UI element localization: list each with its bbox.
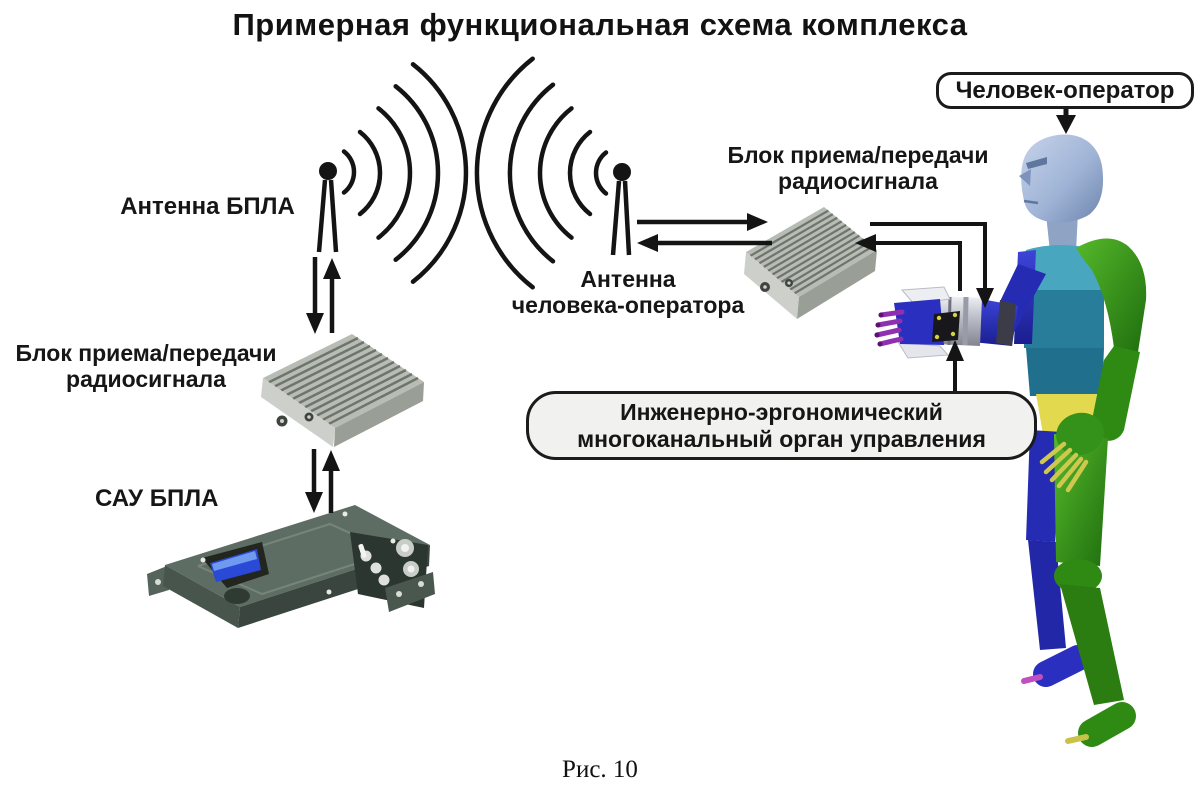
control-organ-callout-box: Инженерно-эргономический многоканальный … [526,391,1037,460]
operator-antenna-label-line2: человека-оператора [511,292,745,318]
uav-radio-block [261,334,424,447]
control-organ-label-line2: многоканальный орган управления [577,425,986,452]
figure-legs [1021,430,1136,747]
control-device-on-forearm [874,286,982,359]
figure-caption: Рис. 10 [562,756,638,783]
operator-radio-label: Блок приема/передачи радиосигнала [702,142,1014,194]
device-fingers [874,309,905,347]
operator-antenna-radio-arrows [637,213,772,252]
sau-label: САУ БПЛА [95,485,219,512]
operator-pointer-arrow [1056,108,1076,134]
uav-antenna-icon [316,162,339,253]
operator-radio-label-line1: Блок приема/передачи [727,142,989,168]
uav-radio-label-line2: радиосигнала [66,366,226,392]
operator-callout-label: Человек-оператор [955,76,1175,104]
uav-radio-label-line1: Блок приема/передачи [15,340,277,366]
control-organ-pointer-arrow [946,340,964,392]
far-hand-fingers [1039,441,1089,493]
radio-waves-operator [474,56,609,290]
operator-callout-box: Человек-оператор [936,72,1194,109]
device-finger-tips [874,312,884,347]
figure-near-arm [972,264,1046,346]
operator-figure [874,134,1147,747]
radio-control-link-lines [855,222,994,308]
uav-radio-sau-arrows [305,449,340,513]
figure-head [1019,134,1104,223]
page-title: Примерная функциональная схема комплекса [232,7,968,42]
operator-radio-label-line2: радиосигнала [778,168,938,194]
uav-antenna-label: Антенна БПЛА [120,193,295,220]
sau-unit [147,505,435,628]
radio-waves-uav [341,62,469,284]
operator-antenna-icon [610,163,632,256]
operator-radio-block [744,207,877,319]
control-organ-label-line1: Инженерно-эргономический [620,398,943,425]
figure-far-hand [1039,412,1104,493]
uav-antenna-radio-arrows [306,257,341,334]
operator-antenna-label-line1: Антенна [580,266,676,292]
operator-antenna-label: Антенна человека-оператора [502,266,754,318]
uav-radio-label: Блок приема/передачи радиосигнала [0,340,292,392]
figure-far-arm [1076,238,1147,441]
